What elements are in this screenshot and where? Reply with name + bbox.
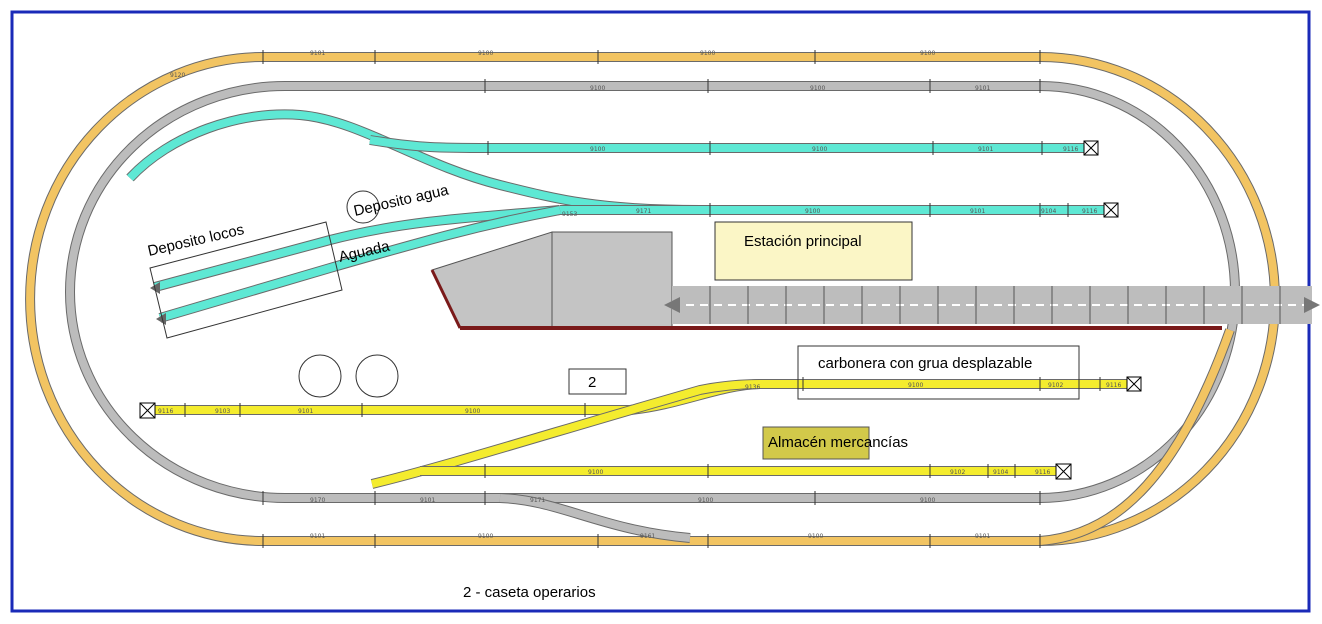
track-code: 9116 [1106, 382, 1121, 389]
loco-depot-box [149, 221, 343, 339]
track-joints [184, 50, 1101, 548]
track-code: 9100 [588, 469, 603, 476]
track-code: 9100 [812, 146, 827, 153]
track-code: 9116 [1035, 469, 1050, 476]
lower-sidings [139, 376, 1142, 489]
worker-hut-box [568, 368, 627, 395]
track-code: 9100 [478, 533, 493, 540]
warehouse-box [762, 426, 870, 460]
track-code: 9100 [808, 533, 823, 540]
label-deposito-locos: Deposito locos [146, 221, 246, 260]
track-code: 9102 [950, 469, 965, 476]
track-code: 9101 [298, 408, 313, 415]
track-code: 9100 [700, 50, 715, 57]
track-code: 9101 [310, 533, 325, 540]
track-code: 9161 [640, 533, 655, 540]
track-code: 9100 [920, 50, 935, 57]
arrow-left-icon [664, 297, 680, 313]
track-code: 9120 [170, 72, 185, 79]
track-code: 9103 [215, 408, 230, 415]
arrow-right-icon [1304, 297, 1320, 313]
label-caseta-number: 2 [588, 374, 596, 391]
upper-sidings [126, 109, 1119, 325]
track-code: 9100 [810, 85, 825, 92]
station-building [430, 231, 1320, 330]
track-code: 9101 [975, 533, 990, 540]
legend-caseta: 2 - caseta operarios [463, 584, 596, 601]
track-code: 9171 [530, 497, 545, 504]
track-code: 9136 [745, 384, 760, 391]
track-codes: 9101 9100 9100 9100 9100 9100 9101 9100 … [158, 50, 1121, 540]
storage-tank [355, 354, 399, 398]
crossover-track-bottom [499, 328, 1235, 546]
coal-crane-box [797, 345, 1080, 400]
label-estacion: Estación principal [744, 233, 862, 250]
track-code: 9100 [920, 497, 935, 504]
track-code: 9100 [805, 208, 820, 215]
track-code: 9171 [636, 208, 651, 215]
platform-segments [709, 286, 1281, 324]
platform [672, 286, 1312, 324]
storage-tank [298, 354, 342, 398]
label-deposito-agua: Deposito agua [352, 181, 451, 219]
track-code: 9101 [970, 208, 985, 215]
track-code: 9100 [478, 50, 493, 57]
track-code: 9100 [698, 497, 713, 504]
track-code: 9116 [158, 408, 173, 415]
track-code: 9104 [993, 469, 1008, 476]
track-code: 9116 [1063, 146, 1078, 153]
label-carbonera: carbonera con grua desplazable [818, 355, 1032, 372]
track-code: 9101 [975, 85, 990, 92]
label-almacen: Almacén mercancías [768, 434, 908, 451]
track-code: 9104 [1041, 208, 1056, 215]
track-code: 9170 [310, 497, 325, 504]
track-code: 9101 [310, 50, 325, 57]
track-code: 9153 [562, 211, 577, 218]
water-tank [346, 190, 380, 224]
track-code: 9100 [590, 85, 605, 92]
track-code: 9102 [1048, 382, 1063, 389]
track-code: 9100 [590, 146, 605, 153]
track-code: 9101 [978, 146, 993, 153]
middle-loop-track [65, 81, 1240, 503]
station-box [714, 221, 913, 281]
track-code: 9101 [420, 497, 435, 504]
track-code: 9100 [465, 408, 480, 415]
track-code: 9116 [1082, 208, 1097, 215]
track-code: 9100 [908, 382, 923, 389]
